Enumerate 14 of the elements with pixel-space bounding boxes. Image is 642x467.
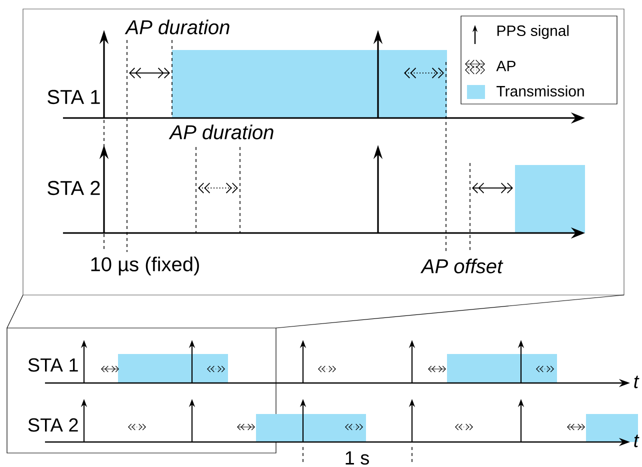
legend-label: AP	[496, 60, 516, 72]
legend-label: PPS signal	[497, 25, 569, 39]
row-label: STA 1	[48, 90, 100, 104]
annotation-label: AP duration	[168, 124, 274, 140]
row-label: STA 1	[28, 358, 78, 372]
interval-label: 1 s	[346, 451, 369, 465]
annotation-label: AP offset	[420, 258, 504, 274]
axis-label: t	[634, 434, 640, 448]
row-label: STA 2	[28, 418, 78, 432]
annotation-label: AP duration	[124, 20, 230, 34]
annotation-label: 10 µs (fixed)	[91, 256, 199, 276]
row-label: STA 2	[48, 180, 100, 196]
axis-label: t	[634, 376, 640, 388]
legend-label: Transmission	[496, 86, 584, 96]
